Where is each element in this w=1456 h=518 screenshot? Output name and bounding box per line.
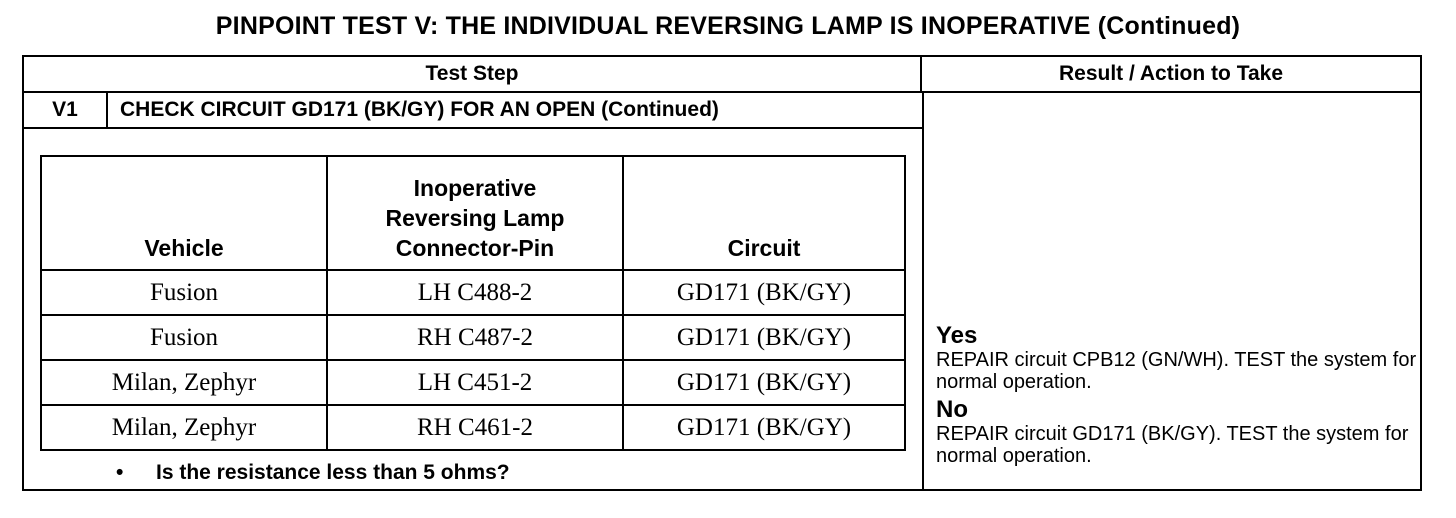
yes-action-text: REPAIR circuit CPB12 (GN/WH). TEST the s… [936,349,1417,393]
step-id: V1 [24,93,108,129]
column-header-circuit: Circuit [622,155,906,271]
table-row: Fusion RH C487-2 GD171 (BK/GY) [40,314,906,361]
cell-vehicle: Milan, Zephyr [40,404,328,451]
pinpoint-test-table: Test Step Result / Action to Take V1 CHE… [22,55,1422,491]
result-actions: Yes REPAIR circuit CPB12 (GN/WH). TEST t… [936,323,1422,471]
column-header-connector-pin: Inoperative Reversing Lamp Connector-Pin [326,155,624,271]
cell-vehicle: Fusion [40,269,328,316]
cell-connector-pin: RH C461-2 [326,404,624,451]
table-row: Milan, Zephyr RH C461-2 GD171 (BK/GY) [40,404,906,451]
yes-label: Yes [936,322,978,349]
cell-connector-pin: RH C487-2 [326,314,624,361]
connector-pin-table: Vehicle Inoperative Reversing Lamp Conne… [40,155,906,451]
table-row: Milan, Zephyr LH C451-2 GD171 (BK/GY) [40,359,906,406]
page-title: PINPOINT TEST V: THE INDIVIDUAL REVERSIN… [215,12,1241,40]
result-action-header: Result / Action to Take [922,57,1420,93]
table-row: Fusion LH C488-2 GD171 (BK/GY) [40,269,906,316]
column-header-vehicle: Vehicle [40,155,328,271]
table-header-row: Vehicle Inoperative Reversing Lamp Conne… [40,155,906,271]
cell-circuit: GD171 (BK/GY) [622,314,906,361]
cell-circuit: GD171 (BK/GY) [622,404,906,451]
connector-pin-header-text: Inoperative Reversing Lamp Connector-Pin [385,175,565,261]
resistance-question: • Is the resistance less than 5 ohms? [116,461,510,485]
bullet-icon: • [116,461,124,484]
cell-circuit: GD171 (BK/GY) [622,269,906,316]
question-text: Is the resistance less than 5 ohms? [156,461,510,484]
no-label: No [936,396,968,423]
no-action-text: REPAIR circuit GD171 (BK/GY). TEST the s… [936,423,1409,467]
step-title: CHECK CIRCUIT GD171 (BK/GY) FOR AN OPEN … [108,93,922,129]
test-step-header: Test Step [24,57,922,93]
cell-vehicle: Milan, Zephyr [40,359,328,406]
cell-circuit: GD171 (BK/GY) [622,359,906,406]
cell-vehicle: Fusion [40,314,328,361]
cell-connector-pin: LH C488-2 [326,269,624,316]
cell-connector-pin: LH C451-2 [326,359,624,406]
column-divider [922,93,924,489]
